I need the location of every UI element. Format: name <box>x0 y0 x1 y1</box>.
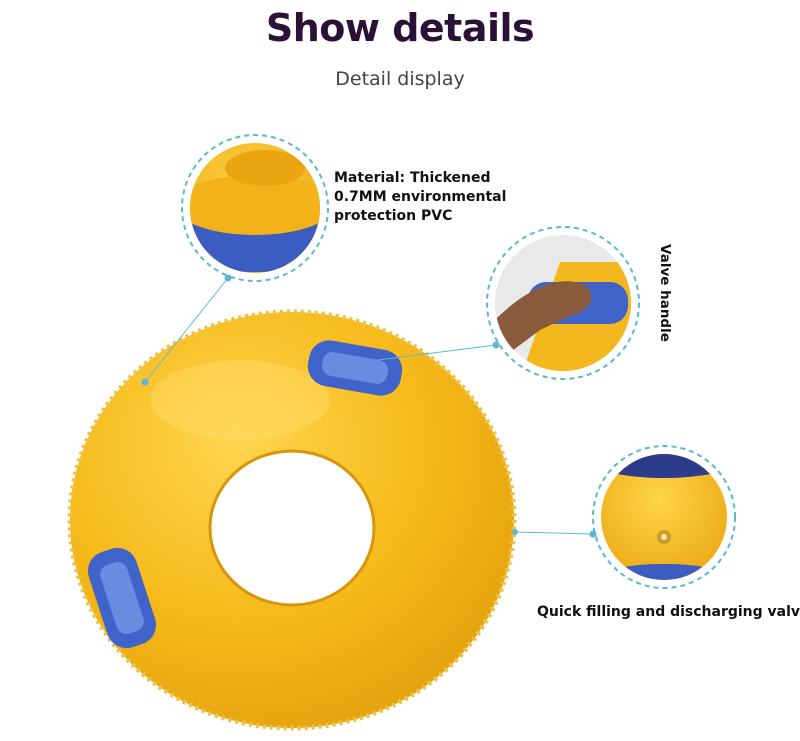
handle-left <box>87 547 157 649</box>
zoom-valve <box>592 445 736 589</box>
page-title: Show details <box>265 6 535 50</box>
handle-top <box>307 340 403 396</box>
callout-valve-handle: Valve handle <box>657 244 673 342</box>
callout-quick-valve: Quick filling and discharging valve <box>537 604 800 620</box>
zoom-material <box>181 134 329 282</box>
zoom-handle <box>486 226 640 380</box>
callout-lines <box>141 274 597 538</box>
page-subtitle: Detail display <box>335 68 465 90</box>
swim-ring <box>67 309 517 731</box>
callout-material: Material: Thickened 0.7MM environmental … <box>334 170 507 224</box>
